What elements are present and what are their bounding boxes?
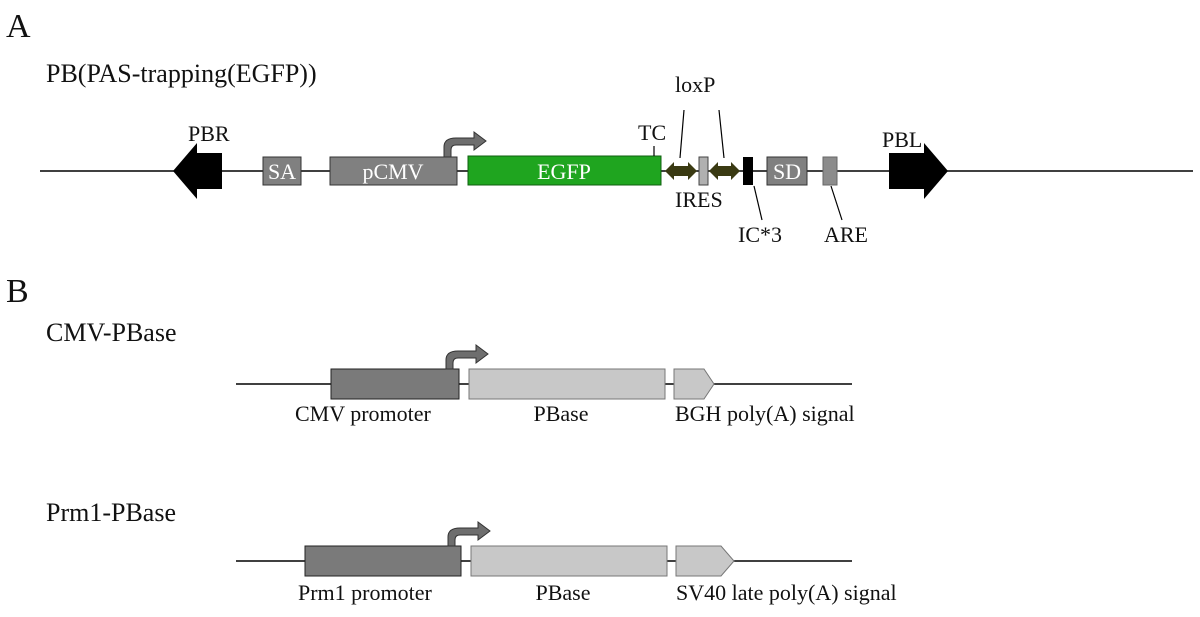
panel-a-letter: A (6, 8, 31, 45)
ic3-label: IC*3 (738, 222, 782, 247)
cmv-promoter-label: CMV promoter (295, 401, 432, 426)
are-pointer-line (830, 185, 843, 221)
are-label: ARE (824, 222, 868, 247)
pbr-label: PBR (188, 121, 230, 146)
cmv-transcription-start-arrow-icon (445, 344, 489, 370)
loxp-pointer-1 (679, 109, 685, 159)
sa-label: SA (268, 159, 296, 184)
are-box (822, 156, 838, 186)
sv40-polya-label: SV40 late poly(A) signal (676, 580, 897, 605)
cmv-pbase-gene-label: PBase (534, 401, 589, 426)
transcription-start-arrow-icon (443, 131, 487, 158)
sd-box (766, 156, 808, 186)
sv40-polya-box (675, 545, 735, 577)
ic3-pointer-line (753, 185, 763, 221)
bgh-polya-box (673, 368, 715, 400)
loxp-site-1-icon (665, 162, 697, 180)
sd-label: SD (773, 159, 801, 184)
panel-b-letter: B (6, 273, 29, 310)
egfp-box (467, 155, 662, 186)
pcmv-label: pCMV (362, 159, 423, 184)
cmv-promoter-box (330, 368, 460, 400)
ic3-box (743, 157, 753, 185)
ires-label: IRES (675, 187, 723, 212)
sa-box (262, 156, 302, 186)
pcmv-box (329, 156, 458, 186)
loxp-site-2-icon (709, 162, 740, 180)
pbl-label: PBL (882, 127, 922, 152)
prm1-pbase-title: Prm1-PBase (46, 498, 176, 527)
prm1-pbase-gene-label: PBase (536, 580, 591, 605)
cmv-pbase-title: CMV-PBase (46, 318, 177, 347)
cmv-pbase-gene-box (468, 368, 666, 400)
panel-a-construct-title: PB(PAS-trapping(EGFP)) (46, 59, 317, 88)
prm1-promoter-label: Prm1 promoter (298, 580, 432, 605)
prm1-transcription-start-arrow-icon (447, 521, 491, 547)
ires-box (698, 156, 709, 186)
tc-label: TC (638, 120, 666, 145)
pbr-arrow (173, 143, 222, 199)
egfp-label: EGFP (537, 159, 591, 184)
loxp-label: loxP (675, 72, 715, 97)
prm1-promoter-box (304, 545, 462, 577)
bgh-polya-label: BGH poly(A) signal (675, 401, 855, 426)
loxp-pointer-2 (718, 109, 725, 159)
pbl-arrow (889, 143, 948, 199)
prm1-pbase-gene-box (470, 545, 668, 577)
